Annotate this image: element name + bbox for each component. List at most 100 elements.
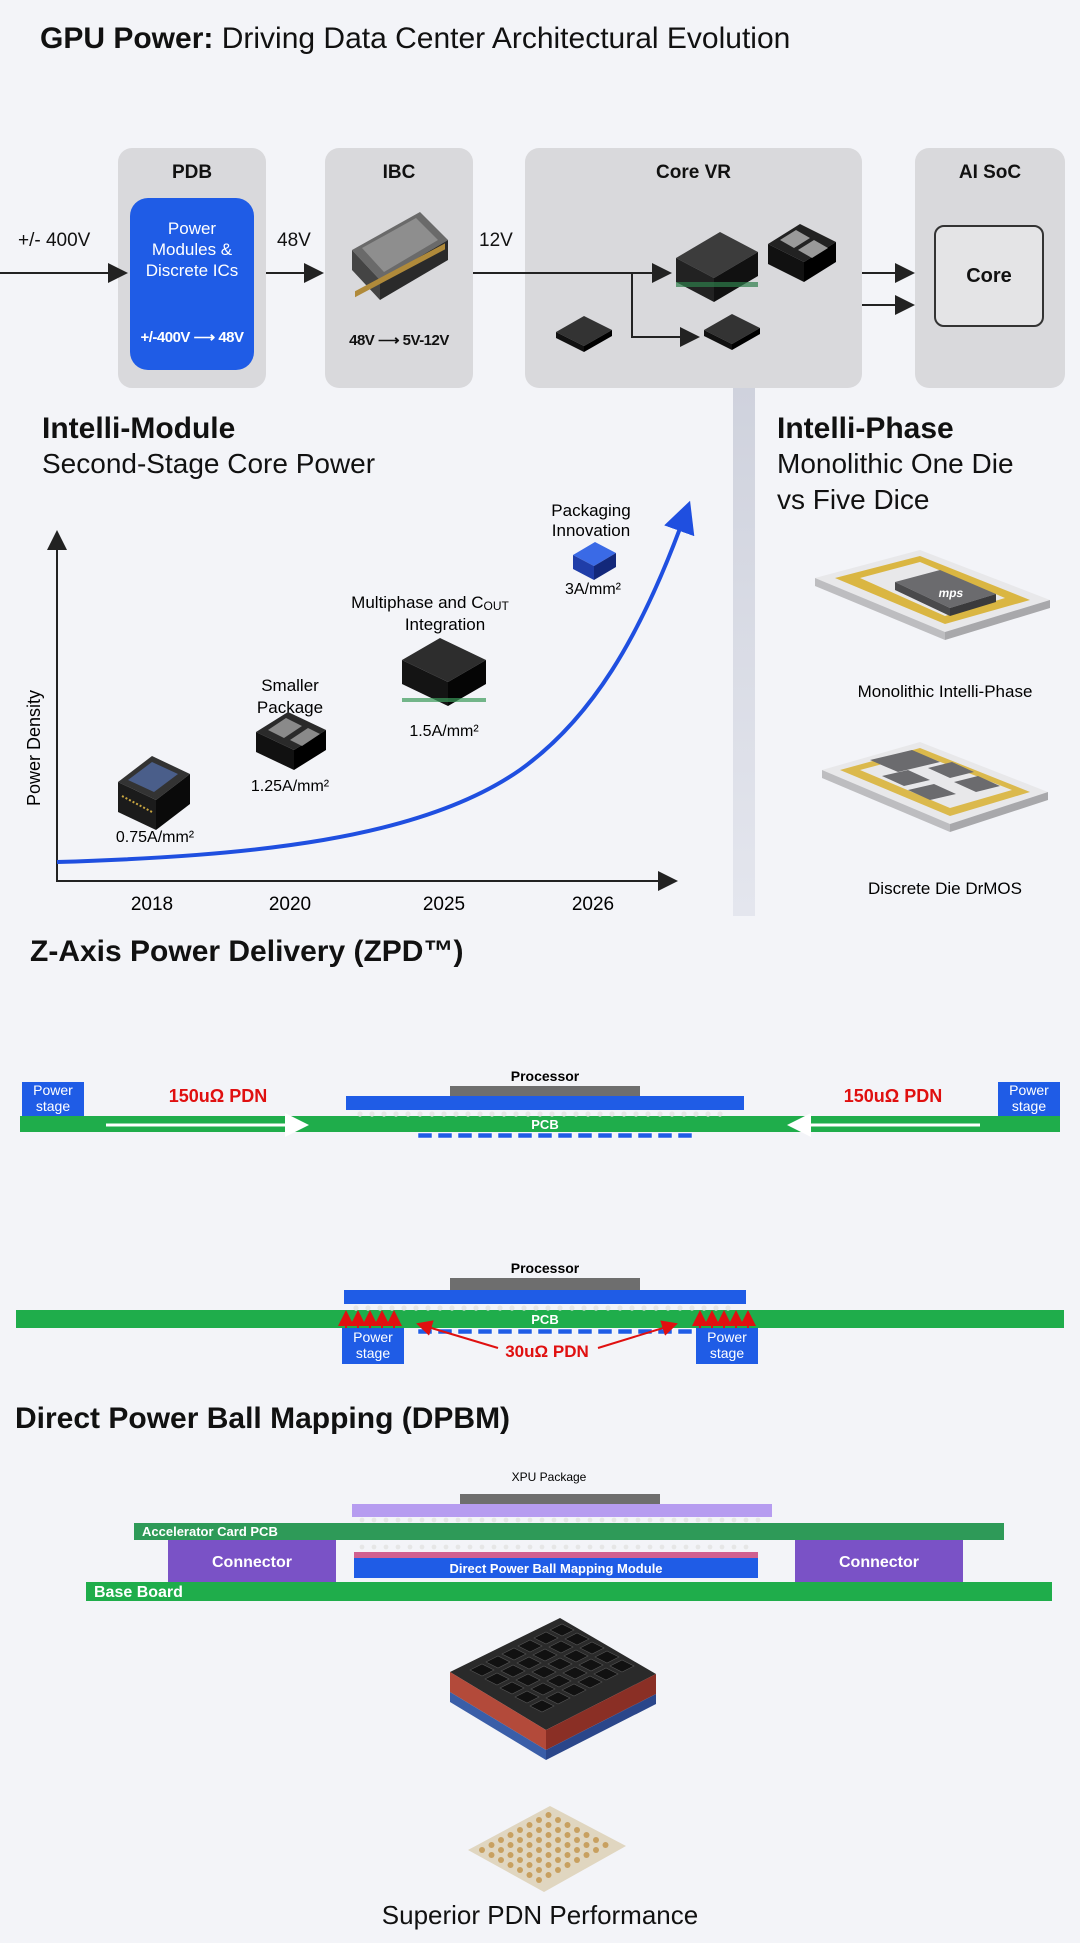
solder-ball xyxy=(383,1544,389,1550)
solder-ball xyxy=(683,1517,689,1523)
solder-ball xyxy=(641,1305,647,1311)
grid-ball xyxy=(536,1817,542,1823)
grid-ball xyxy=(536,1857,542,1863)
x-tick-2026: 2026 xyxy=(572,894,614,915)
accelerator-card-pcb xyxy=(134,1523,1004,1540)
solder-ball xyxy=(371,1517,377,1523)
grid-ball xyxy=(498,1857,504,1863)
module-chip xyxy=(514,1690,540,1704)
module-2020-icon xyxy=(256,712,326,770)
power-stage-left xyxy=(22,1082,84,1116)
grid-ball xyxy=(555,1847,561,1853)
pdn-label-left: 150uΩ PDN xyxy=(169,1086,267,1106)
grid-ball xyxy=(602,1842,609,1848)
grid-ball xyxy=(545,1822,552,1828)
solder-ball xyxy=(527,1544,533,1550)
module-chip xyxy=(547,1657,573,1671)
solder-ball xyxy=(501,1111,507,1117)
decap xyxy=(597,1328,613,1335)
packaging-label-2: Innovation xyxy=(552,521,630,540)
decap xyxy=(657,1132,673,1139)
solder-ball xyxy=(533,1305,539,1311)
solder-ball xyxy=(645,1111,651,1117)
solder-ball xyxy=(515,1544,521,1550)
core-vr-module-icon xyxy=(676,232,758,302)
solder-ball xyxy=(395,1544,401,1550)
solder-ball xyxy=(671,1517,677,1523)
solder-ball xyxy=(389,1305,395,1311)
solder-ball xyxy=(653,1305,659,1311)
multiphase-label-sub: OUT xyxy=(483,599,509,613)
solder-ball xyxy=(393,1111,399,1117)
processor-die-bottom xyxy=(450,1278,640,1290)
solder-ball xyxy=(621,1111,627,1117)
grid-ball xyxy=(555,1867,561,1873)
solder-ball xyxy=(383,1517,389,1523)
grid-ball xyxy=(555,1857,561,1863)
grid-ball xyxy=(507,1832,514,1838)
solder-ball xyxy=(449,1305,455,1311)
page-title: GPU Power: Driving Data Center Architect… xyxy=(40,22,790,56)
grid-ball xyxy=(488,1842,495,1848)
footer-caption: Superior PDN Performance xyxy=(381,1900,699,1930)
decap xyxy=(417,1132,433,1139)
mps-logo: mps xyxy=(937,586,964,600)
solder-ball xyxy=(549,1111,555,1117)
power-stage-under-left-label-2: stage xyxy=(356,1345,390,1361)
power-chain-arrows xyxy=(0,212,915,352)
module-chip xyxy=(579,1641,605,1655)
solder-ball xyxy=(635,1517,641,1523)
solder-ball xyxy=(707,1544,713,1550)
solder-ball xyxy=(713,1305,719,1311)
intelli-phase-subtitle-1: Monolithic One Die xyxy=(777,448,1014,479)
solder-ball xyxy=(371,1544,377,1550)
grid-ball xyxy=(526,1862,533,1868)
grid-ball xyxy=(517,1837,523,1843)
solder-ball xyxy=(725,1305,731,1311)
module-chip xyxy=(499,1681,525,1695)
title-rest: Driving Data Center Architectural Evolut… xyxy=(221,22,791,55)
solder-ball xyxy=(743,1517,749,1523)
grid-ball xyxy=(545,1842,552,1848)
ibc-title: IBC xyxy=(382,162,416,183)
solder-ball xyxy=(587,1544,593,1550)
solder-ball xyxy=(395,1517,401,1523)
solder-ball xyxy=(455,1517,461,1523)
solder-ball xyxy=(689,1305,695,1311)
grid-ball xyxy=(498,1837,504,1843)
core-vr-dual-module-icon xyxy=(768,224,836,282)
module-chip xyxy=(516,1656,542,1670)
solder-ball xyxy=(419,1544,425,1550)
pdn-label-vertical: 30uΩ PDN xyxy=(505,1342,589,1361)
solder-ball xyxy=(635,1544,641,1550)
arrow-right-icon: ⟶ xyxy=(193,329,216,346)
power-stage-under-left xyxy=(342,1328,404,1364)
solder-ball xyxy=(647,1544,653,1550)
solder-ball xyxy=(657,1111,663,1117)
solder-ball xyxy=(609,1111,615,1117)
solder-ball xyxy=(419,1517,425,1523)
grid-ball xyxy=(564,1822,571,1828)
power-stage-under-right xyxy=(696,1328,758,1364)
power-stage-left-label-1: Power xyxy=(33,1082,73,1098)
decap xyxy=(477,1328,493,1335)
decap xyxy=(577,1132,593,1139)
section-divider xyxy=(733,388,755,916)
grid-ball xyxy=(574,1827,580,1833)
grid-ball xyxy=(507,1842,514,1848)
solder-ball xyxy=(707,1517,713,1523)
module-chip xyxy=(546,1674,572,1688)
intelli-phase-subtitle-2: vs Five Dice xyxy=(777,484,930,515)
pdn-pointer-left xyxy=(416,1320,499,1349)
pdb-box: PDB Power Modules & Discrete ICs +/-400V… xyxy=(118,148,266,388)
solder-ball xyxy=(705,1111,711,1117)
module-chip xyxy=(517,1639,543,1653)
solder-ball xyxy=(557,1305,563,1311)
grid-ball xyxy=(593,1847,599,1853)
connector-right-label: Connector xyxy=(839,1554,919,1571)
processor-substrate-bottom xyxy=(344,1290,746,1304)
grid-ball xyxy=(517,1857,523,1863)
decap xyxy=(677,1132,693,1139)
decap xyxy=(497,1328,513,1335)
solder-ball xyxy=(623,1517,629,1523)
